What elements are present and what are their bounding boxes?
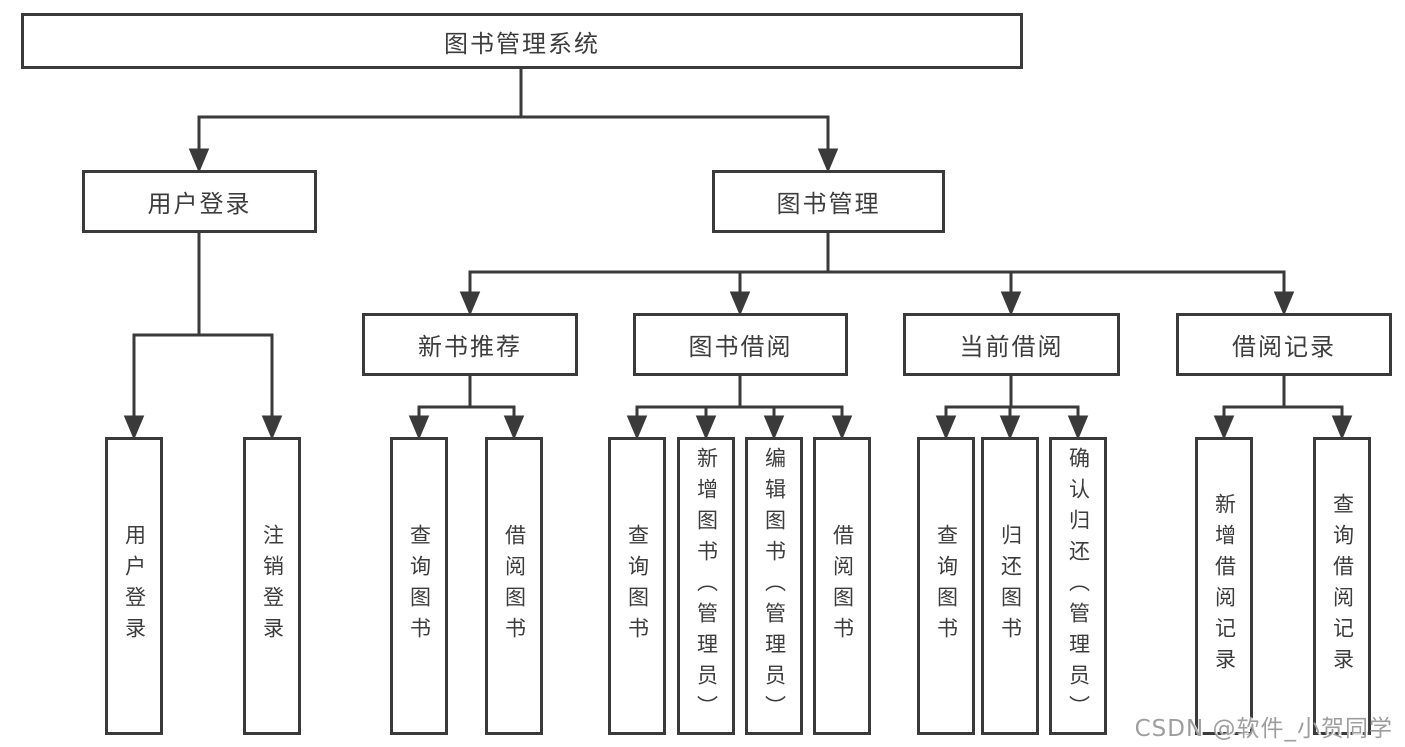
node-label: 新增借阅记录 (1212, 493, 1237, 679)
node-leaf-add-borrow-record: 新增借阅记录 (1195, 437, 1253, 735)
node-label: 注销登录 (260, 524, 285, 648)
node-label: 确认归还（管理员） (1066, 446, 1091, 726)
node-user-login: 用户登录 (82, 170, 317, 233)
node-label: 查询图书 (934, 524, 959, 648)
node-current-borrowing: 当前借阅 (903, 313, 1120, 376)
node-leaf-query-borrow-record: 查询借阅记录 (1313, 437, 1371, 735)
node-label: 查询图书 (625, 524, 650, 648)
node-borrowing-records: 借阅记录 (1176, 313, 1392, 376)
node-leaf-query-books-current: 查询图书 (917, 437, 975, 735)
csdn-watermark: CSDN @软件_小贺同学 (1134, 716, 1393, 742)
node-label: 新增图书（管理员） (694, 446, 719, 726)
node-leaf-borrow-books: 借阅图书 (813, 437, 871, 735)
node-leaf-logout: 注销登录 (243, 437, 301, 735)
node-label: 查询图书 (407, 524, 432, 648)
node-leaf-borrow-books-rec: 借阅图书 (485, 437, 543, 735)
node-leaf-query-books-rec: 查询图书 (390, 437, 448, 735)
node-label: 编辑图书（管理员） (762, 446, 787, 726)
node-root-system: 图书管理系统 (21, 13, 1023, 69)
node-label: 借阅图书 (502, 524, 527, 648)
node-leaf-query-books-borrow: 查询图书 (608, 437, 666, 735)
node-leaf-return-books: 归还图书 (981, 437, 1039, 735)
node-leaf-user-login: 用户登录 (105, 437, 163, 735)
node-label: 归还图书 (998, 524, 1023, 648)
node-leaf-add-books-admin: 新增图书（管理员） (677, 437, 735, 735)
node-leaf-confirm-return-admin: 确认归还（管理员） (1049, 437, 1107, 735)
node-label: 查询借阅记录 (1330, 493, 1355, 679)
node-label: 借阅图书 (830, 524, 855, 648)
node-new-book-recommendation: 新书推荐 (362, 313, 578, 376)
node-book-management: 图书管理 (712, 170, 945, 233)
node-label: 用户登录 (122, 524, 147, 648)
node-leaf-edit-books-admin: 编辑图书（管理员） (745, 437, 803, 735)
node-book-borrowing: 图书借阅 (633, 313, 848, 376)
